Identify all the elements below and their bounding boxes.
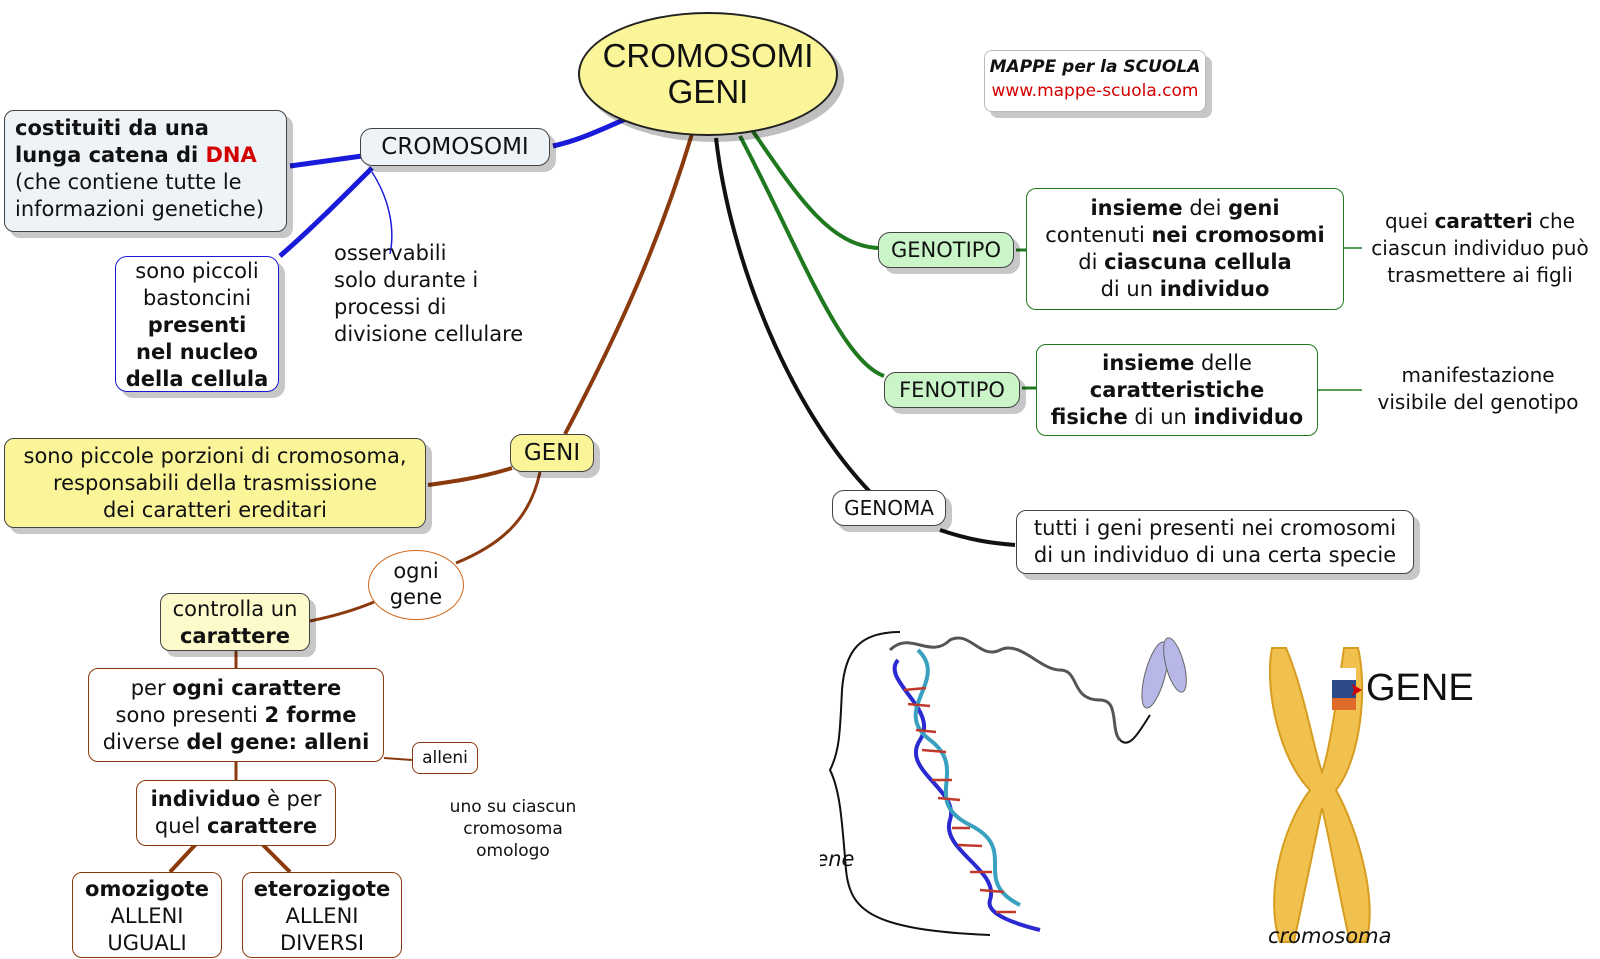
- geni-label: GENI: [523, 440, 581, 466]
- shape-line5: della cellula: [125, 367, 269, 391]
- cromosomi-node: CROMOSOMI: [360, 128, 550, 166]
- genotipo-node: GENOTIPO: [878, 232, 1014, 268]
- shape-line1: sono piccoli: [135, 259, 259, 283]
- cromosomi-shape-box: sono piccoli bastoncini presenti nel nuc…: [115, 256, 279, 392]
- alleni-label-node: alleni: [412, 742, 478, 774]
- brand-name: MAPPE per la SCUOLA: [989, 57, 1201, 77]
- dna-word: DNA: [205, 143, 257, 167]
- omozigote-box: omozigote ALLENI UGUALI: [72, 872, 222, 958]
- gene-caption: gene: [820, 847, 854, 871]
- geni-node: GENI: [510, 434, 594, 472]
- fenotipo-desc-box: insieme delle caratteristiche fisiche di…: [1036, 344, 1318, 436]
- ogni-gene-node: ogni gene: [368, 550, 464, 620]
- geni-desc-box: sono piccole porzioni di cromosoma, resp…: [4, 438, 426, 528]
- controlla-box: controlla un carattere: [160, 593, 310, 651]
- eterozigote-box: eterozigote ALLENI DIVERSI: [242, 872, 402, 958]
- gene-brace-icon: [828, 631, 991, 936]
- title-line-2: GENI: [667, 73, 749, 110]
- forme-box: per ogni carattere sono presenti 2 forme…: [88, 668, 384, 762]
- genotipo-desc-box: insieme dei geni contenuti nei cromosomi…: [1026, 188, 1344, 310]
- cromosomi-observ-text: osservabili solo durante i processi di d…: [334, 241, 524, 346]
- cromosomi-label: CROMOSOMI: [381, 134, 529, 160]
- alleni-note: uno su ciascun cromosoma omologo: [449, 797, 577, 861]
- title-line-1: CROMOSOMI: [602, 37, 814, 74]
- brand-url[interactable]: www.mappe-scuola.com: [991, 81, 1199, 101]
- cromosomi-desc-line1: costituiti da una: [15, 116, 209, 140]
- genoma-desc-box: tutti i geni presenti nei cromosomi di u…: [1016, 510, 1414, 574]
- cromosomi-desc-line3: (che contiene tutte le: [15, 170, 242, 194]
- cromosomi-desc-line2: lunga catena di: [15, 143, 206, 167]
- genoma-node: GENOMA: [832, 490, 946, 526]
- cromosomi-desc-box: costituiti da una lunga catena di DNA (c…: [4, 110, 287, 232]
- pointer-arrow-icon: [1352, 684, 1362, 696]
- brand-box[interactable]: MAPPE per la SCUOLA www.mappe-scuola.com: [984, 50, 1206, 112]
- individuo-box: individuo è per quel carattere: [136, 780, 336, 846]
- chromosome-illustration: GENE: [1268, 647, 1474, 943]
- shape-line4: nel nucleo: [136, 340, 258, 364]
- title-node: CROMOSOMI GENI: [578, 12, 838, 136]
- shape-line3: presenti: [147, 313, 247, 337]
- fenotipo-node: FENOTIPO: [884, 372, 1020, 408]
- cromosomi-desc-line4: informazioni genetiche): [15, 197, 265, 221]
- dna-illustration: gene: [820, 631, 1187, 936]
- chromosome-caption: cromosoma: [1268, 924, 1392, 948]
- shape-line2: bastoncini: [142, 286, 252, 310]
- genotipo-note: quei caratteri che ciascun individuo può…: [1371, 209, 1589, 287]
- gene-label: GENE: [1366, 667, 1474, 709]
- fenotipo-note: manifestazione visibile del genotipo: [1377, 363, 1579, 414]
